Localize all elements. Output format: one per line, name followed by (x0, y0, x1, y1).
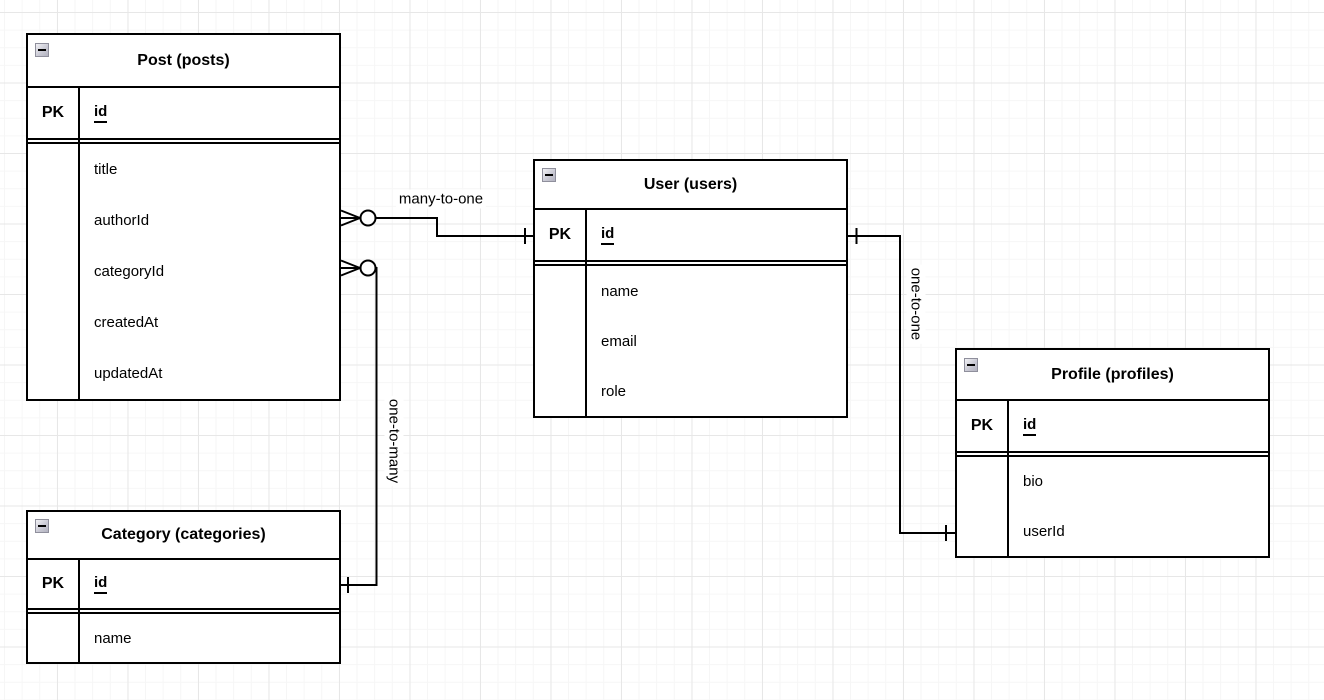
pk-section-separator (535, 262, 846, 266)
field-name: name (601, 282, 639, 300)
connector-line[interactable] (848, 235, 955, 534)
field-row[interactable]: authorId (28, 195, 339, 246)
pk-badge: PK (28, 88, 80, 138)
field-name: authorId (94, 212, 150, 229)
connector-line[interactable] (341, 267, 378, 586)
pk-field-name: id (94, 103, 108, 123)
field-name: role (601, 382, 627, 400)
field-name: bio (1023, 473, 1044, 491)
relationship-label-one-to-one[interactable]: one-to-one (906, 264, 926, 344)
pk-row[interactable]: PK id (957, 401, 1268, 453)
collapse-icon[interactable] (542, 168, 556, 182)
field-row[interactable]: role (535, 366, 846, 416)
field-name: email (601, 332, 637, 350)
pk-field-name: id (601, 225, 615, 245)
pk-badge: PK (957, 401, 1009, 451)
field-name: userId (1023, 522, 1065, 540)
pk-field-name: id (94, 574, 108, 594)
field-row[interactable]: bio (957, 457, 1268, 507)
crowsfoot-many-icon (340, 259, 361, 277)
pk-row[interactable]: PK id (535, 210, 846, 262)
entity-title: Profile (profiles) (1051, 365, 1174, 383)
entity-profile[interactable]: Profile (profiles) PK id bio userId (955, 348, 1270, 558)
minus-glyph (967, 364, 975, 366)
field-name: updatedAt (94, 365, 163, 382)
field-name: createdAt (94, 314, 159, 331)
pk-section-separator (957, 453, 1268, 457)
field-row[interactable]: name (535, 266, 846, 316)
field-row[interactable]: categoryId (28, 246, 339, 297)
field-row[interactable]: createdAt (28, 297, 339, 348)
zero-circle-icon (359, 209, 377, 227)
minus-glyph (545, 174, 553, 176)
relationship-label-many-to-one[interactable]: many-to-one (395, 189, 487, 209)
entity-category-header: Category (categories) (28, 512, 339, 560)
pk-section-separator (28, 610, 339, 614)
relationship-user-profile[interactable] (848, 228, 955, 541)
collapse-icon[interactable] (35, 43, 49, 57)
relationship-post-user[interactable] (340, 209, 534, 245)
entity-title: User (users) (643, 175, 738, 193)
pk-row[interactable]: PK id (28, 88, 339, 140)
field-name: categoryId (94, 263, 165, 280)
field-name: name (94, 629, 132, 647)
minus-glyph (38, 525, 46, 527)
pk-badge: PK (535, 210, 587, 260)
entity-user[interactable]: User (users) PK id name email role (533, 159, 848, 418)
zero-circle-icon (359, 259, 377, 277)
field-name: title (94, 161, 118, 178)
field-row[interactable]: updatedAt (28, 348, 339, 399)
pk-section-separator (28, 140, 339, 144)
connector-line[interactable] (375, 217, 534, 237)
minus-glyph (38, 49, 46, 51)
entity-profile-header: Profile (profiles) (957, 350, 1268, 401)
entity-title: Post (posts) (137, 51, 230, 69)
entity-category[interactable]: Category (categories) PK id name (26, 510, 341, 664)
collapse-icon[interactable] (964, 358, 978, 372)
collapse-icon[interactable] (35, 519, 49, 533)
entity-post[interactable]: Post (posts) PK id title authorId catego… (26, 33, 341, 401)
field-row[interactable]: name (28, 614, 339, 662)
field-row[interactable]: userId (957, 506, 1268, 556)
pk-field-name: id (1023, 416, 1037, 436)
field-row[interactable]: email (535, 316, 846, 366)
pk-badge: PK (28, 560, 80, 608)
relationship-label-one-to-many[interactable]: one-to-many (384, 395, 404, 487)
relationship-post-category[interactable] (340, 259, 378, 594)
pk-row[interactable]: PK id (28, 560, 339, 610)
entity-title: Category (categories) (101, 526, 266, 543)
field-row[interactable]: title (28, 144, 339, 195)
entity-user-header: User (users) (535, 161, 846, 210)
crowsfoot-many-icon (340, 209, 361, 227)
entity-post-header: Post (posts) (28, 35, 339, 88)
